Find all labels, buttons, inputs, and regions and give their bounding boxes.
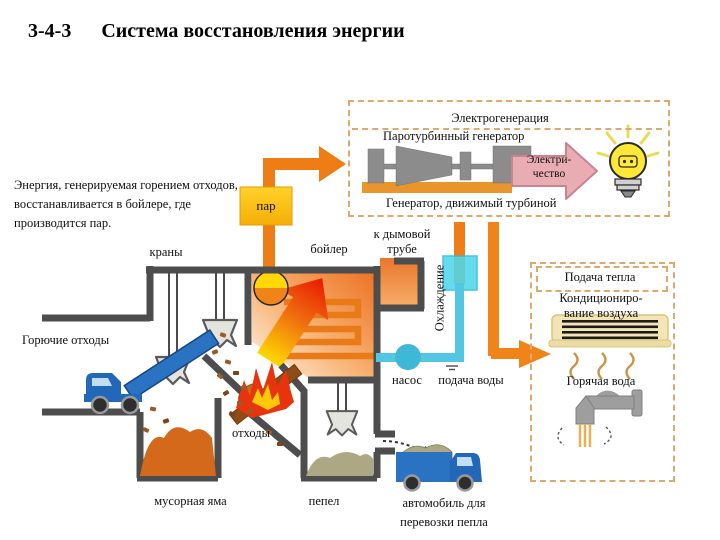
garbage-pile	[140, 427, 216, 476]
faucet-icon	[557, 389, 643, 447]
heat-supply-pipe	[488, 222, 551, 368]
electricity-label: Электри- чество	[526, 154, 572, 180]
waste-truck	[84, 328, 220, 415]
heat-flow-arrow	[257, 278, 329, 368]
pump-label: насос	[392, 373, 422, 387]
steam-drum	[253, 270, 289, 306]
electrogeneration-box	[348, 100, 670, 217]
page-title: 3-4-3 Система восстановления энергии	[28, 20, 405, 43]
combustible-waste-label: Горючие отходы	[22, 333, 110, 347]
waste-bits	[142, 332, 283, 446]
heat-supply-title-box	[536, 266, 668, 292]
chimney-label: к дымовой трубе	[373, 227, 431, 256]
garbage-pit-label: мусорная яма	[154, 494, 227, 508]
crane-ash	[325, 383, 359, 437]
air-conditioning-label: Кондициониро- вание воздуха	[559, 291, 643, 320]
light-bulb-icon	[596, 124, 660, 198]
steam-label: пар	[256, 198, 276, 213]
turbine-generator-label: Паротурбинный генератор	[383, 129, 525, 143]
heat-supply-box	[530, 262, 675, 482]
heat-supply-title: Подача тепла	[564, 270, 636, 284]
section-number: 3-4-3	[28, 20, 72, 42]
intro-text: Энергия, генерируемая горением отходов, …	[14, 178, 238, 230]
crane-right	[201, 272, 239, 349]
ash-truck-label: автомобиль для перевозки пепла	[400, 496, 488, 530]
ash-pile	[306, 451, 373, 476]
cooling-label: Охлаждение	[432, 264, 447, 332]
boiler-label: бойлер	[310, 242, 348, 256]
generator-caption: Генератор, движимый турбиной	[386, 196, 557, 210]
section-title: Система восстановления энергии	[101, 20, 405, 42]
electrogeneration-title-strip	[352, 102, 662, 130]
ash-label: пепел	[308, 494, 340, 508]
waste-label: отходы	[232, 426, 270, 440]
electricity-arrow	[511, 142, 598, 200]
warm-air-waves	[569, 352, 635, 380]
pump-icon	[395, 344, 421, 370]
furnace-fire	[229, 362, 303, 426]
hot-water-label: Горячая вода	[566, 374, 636, 388]
ash-truck	[396, 444, 482, 492]
cranes-label: краны	[149, 245, 183, 259]
steam-label-box	[239, 186, 293, 226]
water-circuit	[376, 222, 478, 371]
air-conditioner-icon	[548, 314, 672, 380]
electrogeneration-title: Электрогенерация	[451, 111, 549, 125]
water-supply-label: подача воды	[438, 373, 504, 387]
